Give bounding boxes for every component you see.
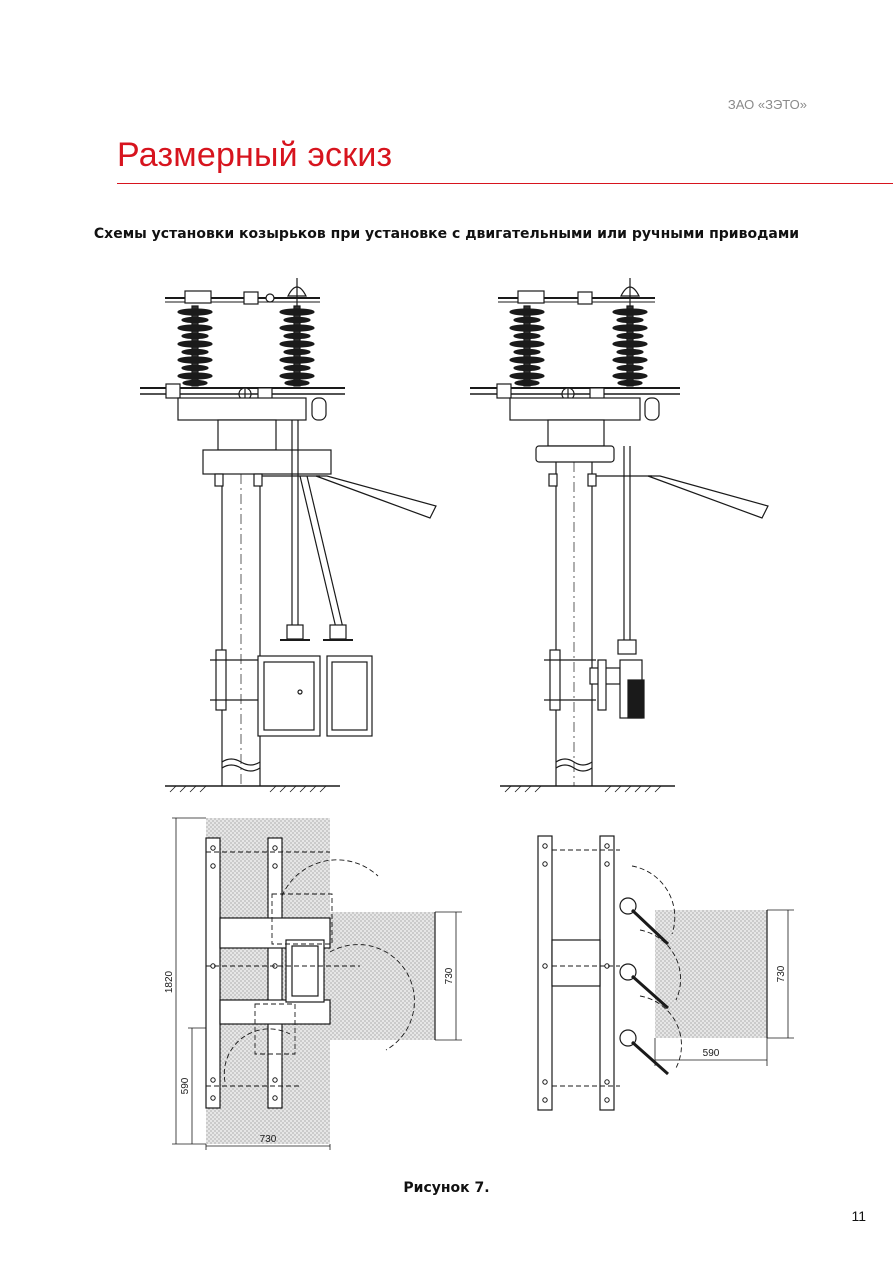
dim-590-left: 590: [180, 1077, 191, 1094]
dim-1820: 1820: [164, 970, 175, 993]
page-title: Размерный эскиз: [117, 136, 393, 174]
dim-730-right-canopy: 730: [776, 965, 787, 982]
dim-730-left-canopy: 730: [444, 967, 455, 984]
right-elevation: [470, 278, 769, 793]
left-plan: [172, 817, 462, 1150]
title-rule: [117, 183, 893, 184]
dim-590-right: 590: [703, 1048, 720, 1059]
right-plan: [537, 835, 794, 1111]
dim-730-bottom: 730: [260, 1134, 277, 1145]
figure-caption: Рисунок 7.: [403, 1180, 490, 1196]
left-elevation: [140, 278, 437, 793]
page-number: 11: [851, 1208, 866, 1224]
figure-subtitle: Схемы установки козырьков при установке …: [93, 226, 800, 242]
company-name: ЗАО «ЗЭТО»: [727, 97, 807, 112]
